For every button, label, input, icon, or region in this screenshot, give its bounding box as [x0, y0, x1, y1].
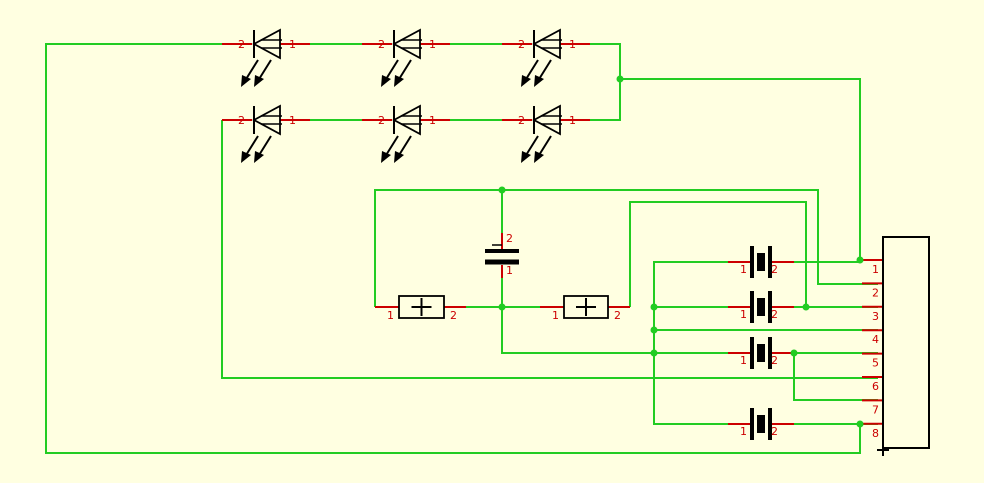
connector-pin-label: 1 — [872, 263, 879, 276]
capacitor-pin-label-1: 1 — [506, 264, 513, 277]
connector-pin-label: 3 — [872, 310, 879, 323]
resistor-pin-label-1: 1 — [552, 309, 559, 322]
led-emission-arrowhead — [394, 75, 404, 87]
led-emission-arrowhead — [521, 151, 531, 163]
led-pin-label-1: 1 — [289, 38, 296, 51]
led-triangle — [532, 104, 561, 136]
led-pin-label-2: 2 — [238, 38, 245, 51]
led-triangle — [532, 28, 561, 60]
led-pin-label-1: 1 — [569, 38, 576, 51]
junction-dot — [650, 303, 658, 311]
junction-dot — [616, 75, 624, 83]
crystal-pin-label-2: 2 — [771, 425, 778, 438]
led-emission-arrowhead — [534, 151, 544, 163]
led-triangle — [252, 104, 281, 136]
component-leads — [222, 43, 883, 425]
led-pin-label-2: 2 — [518, 38, 525, 51]
led-triangle — [392, 28, 421, 60]
connector-pin-label: 2 — [872, 286, 879, 299]
wire-crystal-common — [653, 261, 728, 425]
junctions — [498, 75, 864, 428]
led-pin-label-1: 1 — [429, 38, 436, 51]
wire-r2-to-y2 — [629, 201, 807, 307]
led-emission-arrowhead — [381, 151, 391, 163]
led-pin-label-1: 1 — [289, 114, 296, 127]
crystal-body — [757, 298, 765, 316]
crystal-pin-label-1: 1 — [740, 263, 747, 276]
connector-pin-label: 4 — [872, 333, 879, 346]
junction-dot — [856, 420, 864, 428]
crystal-body — [757, 344, 765, 362]
crystal-pin-label-2: 2 — [771, 308, 778, 321]
crystal-pin-label-1: 1 — [740, 425, 747, 438]
junction-dot — [650, 326, 658, 334]
led-emission-arrowhead — [254, 151, 264, 163]
resistor-pin-label-1: 1 — [387, 309, 394, 322]
connector-pin-label: 5 — [872, 357, 879, 370]
crystal-body — [757, 415, 765, 433]
wires — [45, 43, 878, 454]
led-emission-arrowhead — [521, 75, 531, 87]
crystal-pin-label-1: 1 — [740, 354, 747, 367]
components — [241, 28, 930, 456]
led-emission-arrowhead — [241, 75, 251, 87]
connector-body — [882, 236, 930, 449]
led-emission-arrowhead — [381, 75, 391, 87]
junction-dot — [650, 349, 658, 357]
led-pin-label-2: 2 — [378, 114, 385, 127]
crystal-pin-label-2: 2 — [771, 354, 778, 367]
led-pin-label-1: 1 — [569, 114, 576, 127]
wire-led-row2-to-pin6 — [221, 120, 878, 379]
junction-dot — [498, 303, 506, 311]
junction-dot — [802, 303, 810, 311]
crystal-pin-label-1: 1 — [740, 308, 747, 321]
resistor-pin-label-2: 2 — [614, 309, 621, 322]
led-emission-arrowhead — [254, 75, 264, 87]
connector-pin-label: 7 — [872, 403, 879, 416]
led-triangle — [252, 28, 281, 60]
resistor-body — [563, 295, 609, 319]
junction-dot — [856, 256, 864, 264]
wire-r1-to-pin2 — [374, 189, 878, 307]
led-emission-arrowhead — [394, 151, 404, 163]
pin-labels: 2 1 2 1 2 1 2 1 2 1 2 1 1 2 1 2 2 1 1 2 1 2 1 2 1 2 1 2 3 4 5 6 7 8 — [238, 38, 879, 440]
crystal-pin-label-2: 2 — [771, 263, 778, 276]
resistor-body — [398, 295, 445, 319]
resistor-pin-label-2: 2 — [450, 309, 457, 322]
junction-dot — [498, 186, 506, 194]
led-pin-label-2: 2 — [238, 114, 245, 127]
junction-dot — [790, 349, 798, 357]
capacitor-pin-label-2: 2 — [506, 232, 513, 245]
crystal-body — [757, 253, 765, 271]
wire-y3-to-pin7 — [793, 353, 878, 401]
led-pin-label-1: 1 — [429, 114, 436, 127]
connector-pin-label: 6 — [872, 380, 879, 393]
led-triangle — [392, 104, 421, 136]
led-emission-arrowhead — [241, 151, 251, 163]
led-pin-label-2: 2 — [378, 38, 385, 51]
led-emission-arrowhead — [534, 75, 544, 87]
led-pin-label-2: 2 — [518, 114, 525, 127]
connector-pin-label: 8 — [872, 427, 879, 440]
